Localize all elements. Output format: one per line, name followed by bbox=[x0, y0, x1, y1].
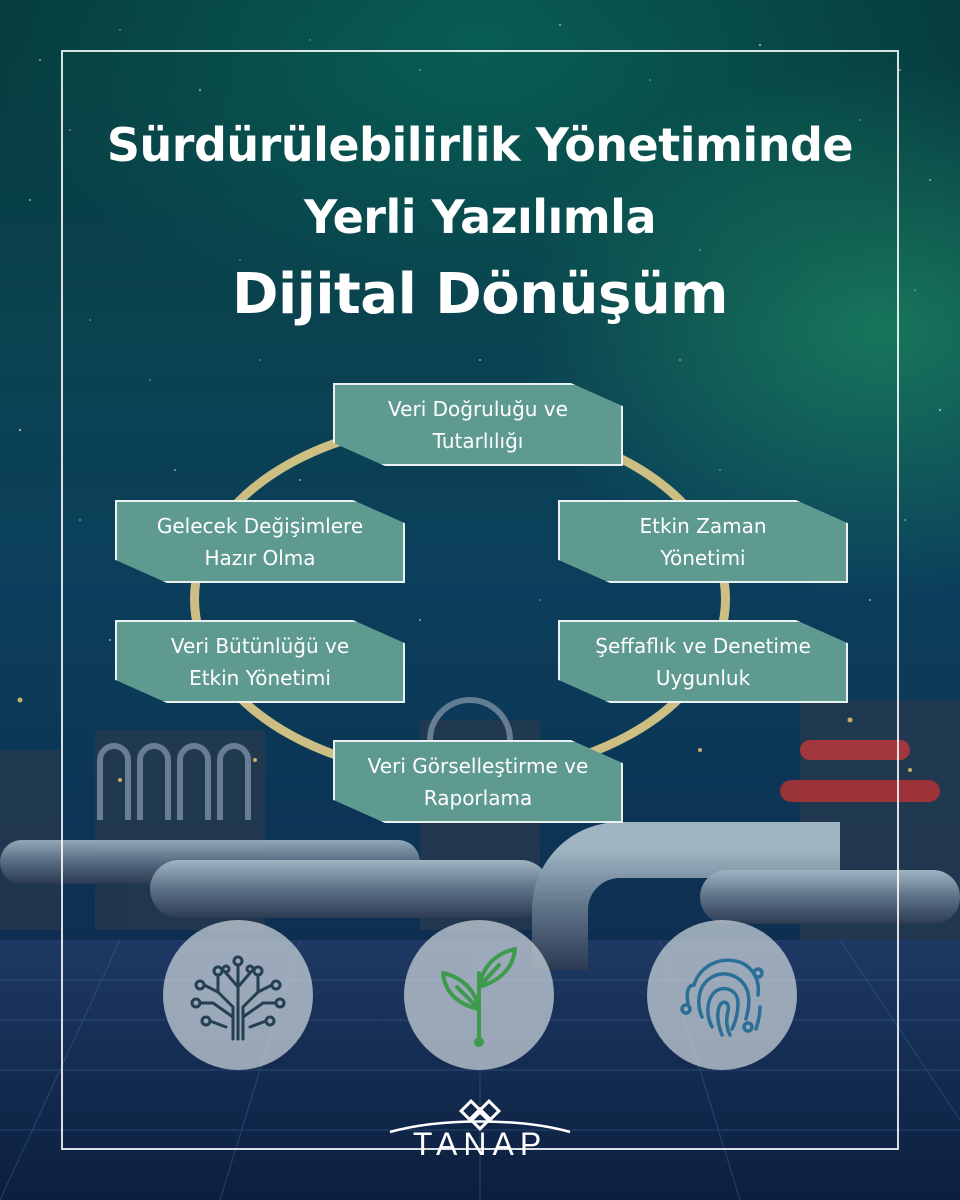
cycle-item-transparency: Şeffaflık ve Denetime Uygunluk bbox=[558, 620, 848, 703]
cycle-item-text: Veri Doğruluğu ve bbox=[388, 396, 568, 421]
cycle-ring bbox=[190, 418, 730, 780]
cycle-item-text: Tutarlılığı bbox=[432, 428, 524, 453]
title-line-1: Sürdürülebilirlik Yönetiminde bbox=[106, 118, 854, 172]
white-frame-border bbox=[61, 50, 899, 1150]
cycle-item-text: Veri Görselleştirme ve bbox=[367, 753, 589, 778]
fingerprint-icon bbox=[647, 920, 797, 1070]
cycle-item-text: Uygunluk bbox=[655, 665, 751, 690]
circuit-tree-icon bbox=[163, 920, 313, 1070]
cycle-item-text: Yönetimi bbox=[660, 545, 746, 570]
plant-sprout-icon bbox=[404, 920, 554, 1070]
title-line-2: Yerli Yazılımla bbox=[304, 190, 656, 244]
cycle-item-time-management: Etkin Zaman Yönetimi bbox=[558, 500, 848, 583]
cycle-item-text: Gelecek Değişimlere bbox=[156, 513, 364, 538]
cycle-item-text: Veri Bütünlüğü ve bbox=[170, 633, 350, 658]
cycle-item-data-integrity: Veri Bütünlüğü ve Etkin Yönetimi bbox=[115, 620, 405, 703]
starfield-background bbox=[0, 0, 960, 760]
cycle-item-text: Etkin Zaman bbox=[639, 513, 767, 538]
tanap-logo-text: TANAP bbox=[412, 1126, 548, 1162]
tanap-logo-icon bbox=[389, 1098, 571, 1134]
cycle-item-data-accuracy: Veri Doğruluğu ve Tutarlılığı bbox=[333, 383, 623, 466]
cycle-item-text: Hazır Olma bbox=[204, 545, 316, 570]
title-line-3: Dijital Dönüşüm bbox=[231, 262, 729, 327]
cycle-item-text: Raporlama bbox=[423, 785, 533, 810]
cycle-item-future-ready: Gelecek Değişimlere Hazır Olma bbox=[115, 500, 405, 583]
cycle-item-text: Şeffaflık ve Denetime bbox=[595, 633, 811, 658]
cycle-item-text: Etkin Yönetimi bbox=[189, 665, 331, 690]
cycle-item-visualization: Veri Görselleştirme ve Raporlama bbox=[333, 740, 623, 823]
